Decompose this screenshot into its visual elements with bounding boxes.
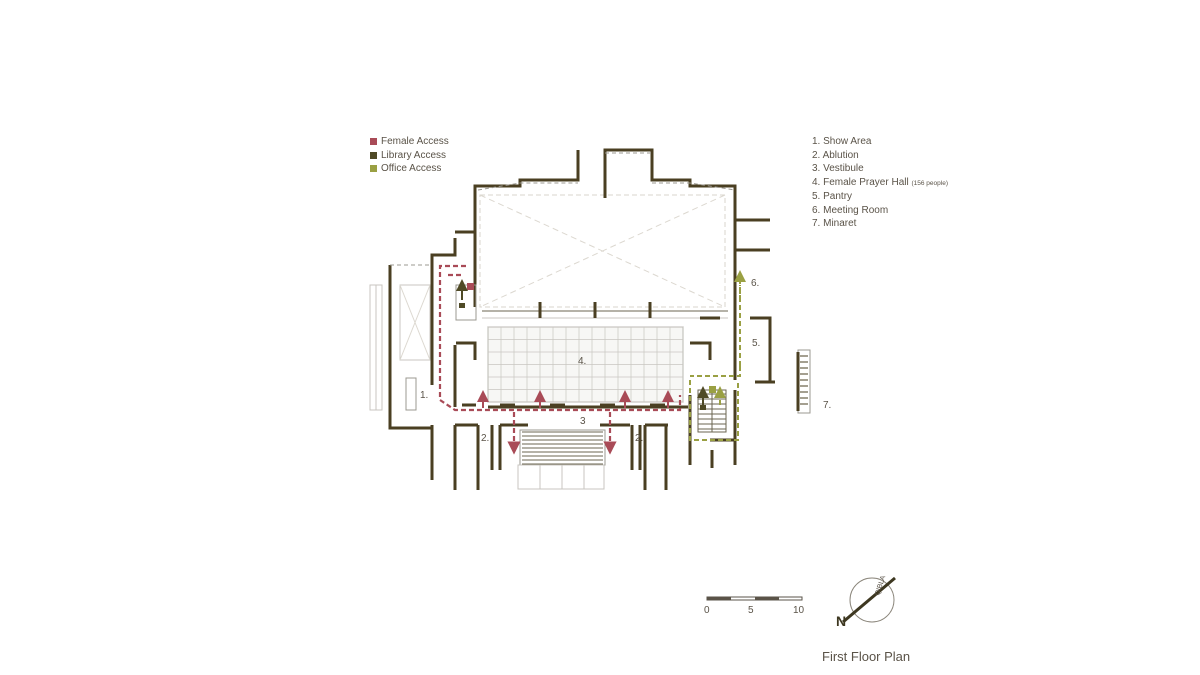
key-prayer-hall-capacity: (156 people) bbox=[911, 179, 948, 187]
legend-female: Female Access bbox=[370, 135, 449, 149]
office-access-path bbox=[689, 270, 746, 441]
female-swatch bbox=[370, 138, 377, 146]
north-qibla-indicator: N QIBLA bbox=[836, 575, 896, 629]
scale-tick-0: 0 bbox=[704, 605, 710, 616]
library-access-path bbox=[456, 279, 709, 410]
label-prayer-hall: 4. bbox=[578, 356, 586, 367]
label-pantry: 5. bbox=[752, 338, 760, 349]
prayer-hall bbox=[482, 310, 728, 403]
scale-bar: 0 5 10 bbox=[704, 596, 805, 616]
vestibule-stair bbox=[517, 429, 606, 490]
library-swatch bbox=[370, 151, 377, 159]
female-access-path bbox=[438, 264, 682, 455]
show-area bbox=[369, 264, 432, 430]
key-prayer-hall-label: 4. Female Prayer Hall bbox=[812, 176, 909, 188]
key-minaret: 7. Minaret bbox=[812, 218, 857, 229]
scale-tick-10: 10 bbox=[793, 605, 805, 616]
label-minaret: 7. bbox=[823, 400, 831, 411]
legend-female-label: Female Access bbox=[381, 136, 449, 147]
key-ablution: 2. Ablution bbox=[812, 149, 859, 161]
room-key: 1. Show Area 2. Ablution 3. Vestibule 4.… bbox=[812, 135, 948, 231]
upper-void bbox=[479, 194, 726, 308]
scale-tick-5: 5 bbox=[748, 605, 754, 616]
legend-office-label: Office Access bbox=[381, 163, 442, 174]
label-meeting-room: 6. bbox=[751, 278, 759, 289]
key-show-area: 1. Show Area bbox=[812, 136, 872, 147]
legend-library-label: Library Access bbox=[381, 149, 447, 161]
label-ablution-right: 2. bbox=[635, 433, 643, 444]
left-stair bbox=[455, 284, 477, 321]
top-dashed-outline bbox=[477, 152, 736, 191]
key-meeting-room: 6. Meeting Room bbox=[812, 204, 889, 216]
office-swatch bbox=[370, 165, 377, 173]
label-ablution-left: 2. bbox=[481, 433, 489, 444]
legend-library: Library Access bbox=[370, 149, 449, 163]
office-entry-marker bbox=[709, 386, 716, 393]
north-letter: N bbox=[836, 613, 846, 629]
plan-title: First Floor Plan bbox=[822, 649, 911, 664]
label-show-area: 1. bbox=[420, 390, 428, 401]
legend-office: Office Access bbox=[370, 162, 449, 176]
female-entry-marker bbox=[467, 283, 474, 290]
female-arrows bbox=[477, 390, 674, 408]
key-prayer-hall: 4. Female Prayer Hall (156 people) bbox=[812, 176, 948, 191]
access-legend: Female Access Library Access Office Acce… bbox=[370, 135, 449, 176]
key-vestibule: 3. Vestibule bbox=[812, 163, 864, 174]
top-stepped-walls bbox=[473, 148, 737, 307]
minaret bbox=[796, 349, 811, 414]
key-pantry: 5. Pantry bbox=[812, 191, 853, 202]
label-vestibule: 3 bbox=[580, 416, 586, 427]
bottom-piers bbox=[430, 403, 714, 490]
